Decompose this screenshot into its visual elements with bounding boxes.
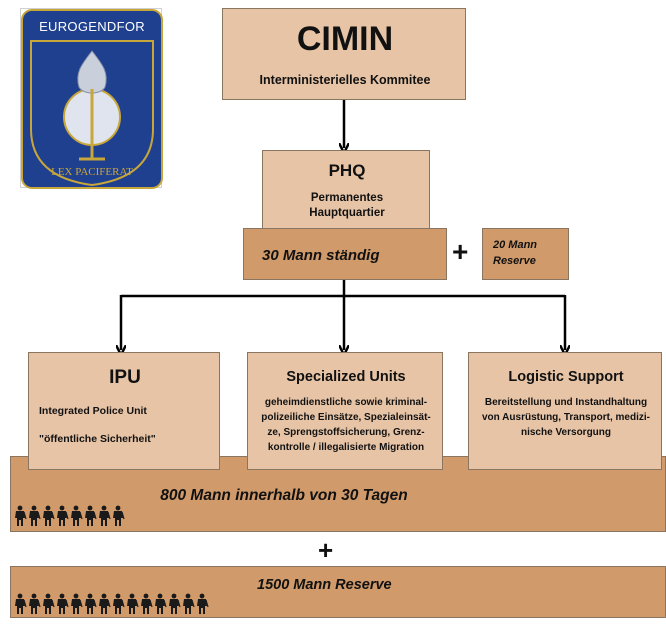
logo-title: EUROGENDFOR [39, 19, 145, 34]
soldier-icon [55, 593, 69, 615]
soldier-icon [27, 593, 41, 615]
ipu-note: "öffentliche Sicherheit" [39, 433, 156, 445]
soldier-icon [55, 505, 69, 527]
ipu-subtitle: Integrated Police Unit [39, 405, 147, 417]
soldier-icon [111, 593, 125, 615]
cimin-title: CIMIN [296, 20, 394, 58]
phq-box: PHQ Permanentes Hauptquartier [262, 150, 430, 230]
soldier-icon [111, 505, 125, 527]
forces-reserve-band: 1500 Mann Reserve [10, 566, 666, 618]
logistic-support-title: Logistic Support [508, 369, 624, 385]
logistic-support-description: Bereitstellung und Instandhaltung von Au… [473, 395, 659, 440]
soldier-icon [27, 505, 41, 527]
forces-main-text: 800 Mann innerhalb von 30 Tagen [160, 487, 408, 504]
phq-standing-box: 30 Mann ständig [243, 228, 447, 280]
plus-sign-forces: + [318, 535, 334, 565]
phq-reserve-line1: 20 Mann [493, 239, 538, 251]
cimin-box: CIMIN Interministerielles Kommitee [222, 8, 466, 100]
forces-reserve-text: 1500 Mann Reserve [257, 577, 392, 593]
soldier-icon [41, 505, 55, 527]
logo-motto: LEX PACIFERAT [51, 166, 133, 178]
eurogendfor-logo: LEX PACIFERAT EUROGENDFOR [20, 8, 163, 189]
phq-title: PHQ [328, 161, 366, 180]
soldier-icons-reserve [13, 593, 209, 615]
soldier-icon [97, 593, 111, 615]
phq-subtitle-line2: Hauptquartier [309, 207, 385, 219]
soldier-icon [69, 505, 83, 527]
phq-reserve-line2: Reserve [493, 255, 536, 267]
soldier-icon [195, 593, 209, 615]
phq-subtitle-line1: Permanentes [310, 192, 384, 204]
logistic-desc-line2: von Ausrüstung, Transport, medizi- [482, 412, 650, 423]
specialized-desc-line3: ze, Sprengstoffsicherung, Grenz- [267, 427, 425, 438]
specialized-units-description: geheimdienstliche sowie kriminal- polize… [252, 395, 440, 455]
soldier-icon [97, 505, 111, 527]
soldier-icon [181, 593, 195, 615]
logistic-support-box: Logistic Support Bereitstellung und Inst… [468, 352, 662, 470]
soldier-icon [153, 593, 167, 615]
ipu-box: IPU Integrated Police Unit "öffentliche … [28, 352, 220, 470]
soldier-icon [41, 593, 55, 615]
specialized-desc-line4: kontrolle / illegalisierte Migration [267, 442, 425, 453]
soldier-icon [13, 505, 27, 527]
logistic-desc-line1: Bereitstellung und Instandhaltung [484, 397, 648, 408]
logistic-desc-line3: nische Versorgung [520, 427, 612, 438]
plus-sign-phq: + [452, 236, 469, 267]
phq-reserve-text: 20 Mann Reserve [493, 237, 568, 269]
ipu-title: IPU [109, 367, 141, 388]
specialized-units-title: Specialized Units [286, 369, 406, 385]
specialized-desc-line2: polizeiliche Einsätze, Spezialeinsät- [261, 412, 431, 423]
phq-subtitle: Permanentes Hauptquartier [263, 191, 431, 221]
soldier-icon [69, 593, 83, 615]
soldier-icon [125, 593, 139, 615]
cimin-subtitle: Interministerielles Kommitee [259, 73, 431, 87]
soldier-icon [13, 593, 27, 615]
soldier-icon [167, 593, 181, 615]
specialized-units-box: Specialized Units geheimdienstliche sowi… [247, 352, 443, 470]
soldier-icon [83, 593, 97, 615]
phq-reserve-box: 20 Mann Reserve [482, 228, 569, 280]
soldier-icon [83, 505, 97, 527]
soldier-icons-main [13, 505, 125, 527]
phq-standing-text: 30 Mann ständig [262, 247, 380, 264]
soldier-icon [139, 593, 153, 615]
specialized-desc-line1: geheimdienstliche sowie kriminal- [264, 397, 428, 408]
